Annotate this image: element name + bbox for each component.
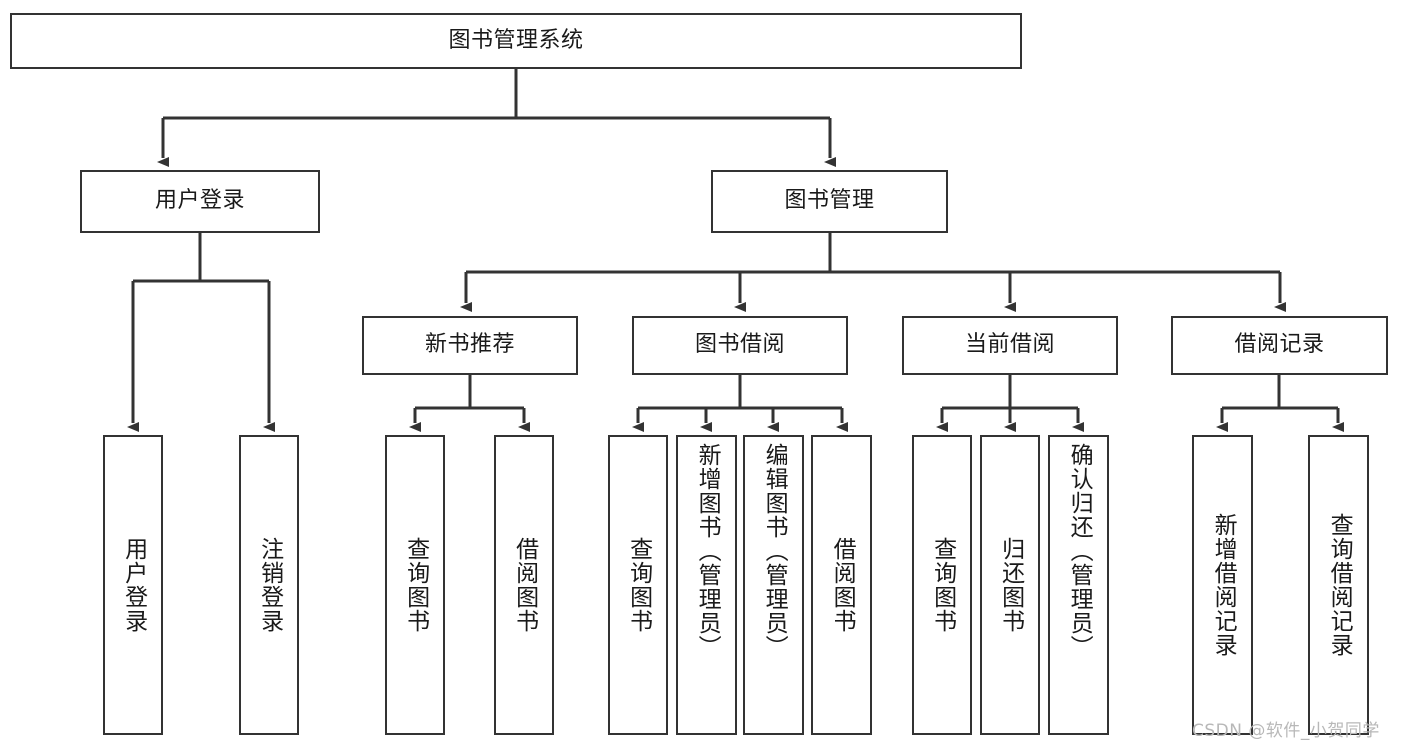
node-book-borrow-label: 图书借阅 <box>694 332 785 358</box>
leaf-book-borrow-0[interactable]: 查询图书 <box>608 435 668 735</box>
node-book-borrow[interactable]: 图书借阅 <box>632 316 848 375</box>
leaf-borrow-record-1-label: 查询借阅记录 <box>1326 513 1353 657</box>
leaf-book-borrow-1-label: 新增图书（管理员） <box>694 443 721 659</box>
leaf-new-book-recommend-0[interactable]: 查询图书 <box>385 435 445 735</box>
leaf-current-borrow-1-label: 归还图书 <box>997 537 1024 633</box>
leaf-new-book-recommend-1[interactable]: 借阅图书 <box>494 435 554 735</box>
leaf-borrow-record-1[interactable]: 查询借阅记录 <box>1308 435 1369 735</box>
node-new-book-recommend[interactable]: 新书推荐 <box>362 316 578 375</box>
leaf-user-login-0[interactable]: 用户登录 <box>103 435 163 735</box>
leaf-user-login-1[interactable]: 注销登录 <box>239 435 299 735</box>
node-user-login[interactable]: 用户登录 <box>80 170 320 233</box>
node-root-label: 图书管理系统 <box>448 27 584 53</box>
leaf-borrow-record-0[interactable]: 新增借阅记录 <box>1192 435 1253 735</box>
leaf-book-borrow-0-label: 查询图书 <box>625 537 652 633</box>
node-book-management-label: 图书管理 <box>784 188 875 214</box>
leaf-book-borrow-3-label: 借阅图书 <box>829 537 856 633</box>
leaf-current-borrow-0[interactable]: 查询图书 <box>912 435 972 735</box>
node-root[interactable]: 图书管理系统 <box>10 13 1022 69</box>
leaf-new-book-recommend-1-label: 借阅图书 <box>511 537 538 633</box>
leaf-user-login-0-label: 用户登录 <box>120 537 147 633</box>
leaf-book-borrow-1[interactable]: 新增图书（管理员） <box>676 435 737 735</box>
leaf-book-borrow-2-label: 编辑图书（管理员） <box>761 443 788 659</box>
leaf-borrow-record-0-label: 新增借阅记录 <box>1210 513 1237 657</box>
leaf-current-borrow-2-label: 确认归还（管理员） <box>1066 443 1093 659</box>
node-user-login-label: 用户登录 <box>154 188 245 214</box>
leaf-user-login-1-label: 注销登录 <box>256 537 283 633</box>
node-borrow-record-label: 借阅记录 <box>1234 332 1325 358</box>
leaf-book-borrow-2[interactable]: 编辑图书（管理员） <box>743 435 804 735</box>
leaf-current-borrow-1[interactable]: 归还图书 <box>980 435 1040 735</box>
node-current-borrow-label: 当前借阅 <box>964 332 1055 358</box>
node-new-book-recommend-label: 新书推荐 <box>424 332 515 358</box>
node-current-borrow[interactable]: 当前借阅 <box>902 316 1118 375</box>
csdn-watermark: CSDN @软件_小贺同学 <box>1192 721 1380 741</box>
leaf-current-borrow-2[interactable]: 确认归还（管理员） <box>1048 435 1109 735</box>
leaf-book-borrow-3[interactable]: 借阅图书 <box>811 435 872 735</box>
node-book-management[interactable]: 图书管理 <box>711 170 948 233</box>
leaf-new-book-recommend-0-label: 查询图书 <box>402 537 429 633</box>
node-borrow-record[interactable]: 借阅记录 <box>1171 316 1388 375</box>
leaf-current-borrow-0-label: 查询图书 <box>929 537 956 633</box>
